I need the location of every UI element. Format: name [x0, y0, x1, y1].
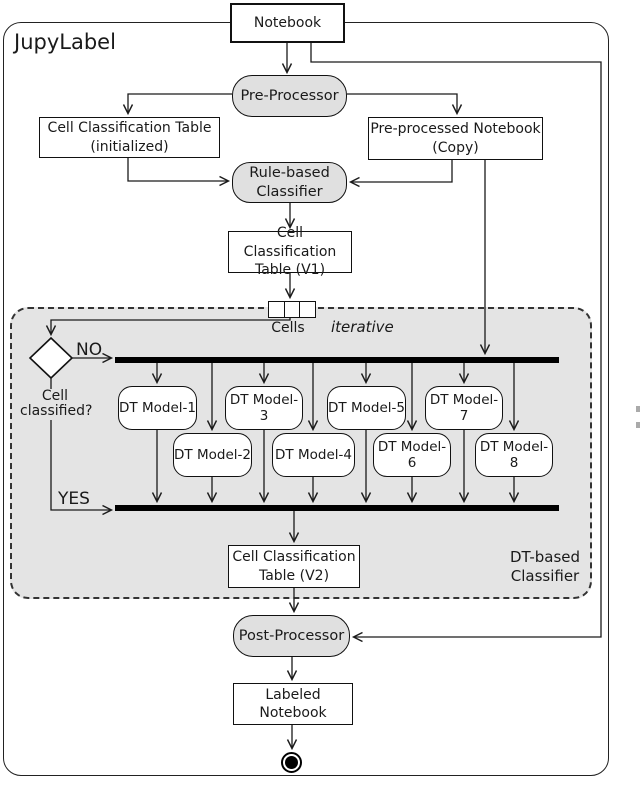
node-dt-model-5: DT Model-5 [327, 386, 406, 430]
node-post-processor-label: Post-Processor [238, 627, 345, 644]
edge-artifact-mark [636, 406, 640, 412]
dt-model-3-label: DT Model-3 [229, 392, 299, 424]
node-rule-line2: Classifier [256, 183, 323, 200]
join-bar [115, 505, 559, 511]
node-cct-initialized: Cell Classification Table (initialized) [39, 117, 220, 158]
node-dt-model-6: DT Model-6 [373, 433, 451, 477]
dt-model-5-label: DT Model-5 [328, 400, 405, 416]
decision-question-line1: Cell [41, 388, 69, 404]
cells-label: Cells [271, 320, 305, 336]
node-labeled-notebook-label: Labeled Notebook [259, 686, 327, 721]
yes-label: YES [58, 489, 90, 509]
node-cct-v1-line1: Cell Classification [243, 225, 337, 260]
node-pre-processor-label: Pre-Processor [240, 87, 339, 104]
node-cct-v1: Cell Classification Table (V1) [228, 225, 352, 278]
edge-preprocessor-copy [347, 93, 463, 116]
region-label-line1: DT-based [509, 548, 581, 566]
dt-model-2-label: DT Model-2 [174, 447, 251, 463]
node-dt-model-2: DT Model-2 [173, 433, 252, 477]
cells-icon [268, 301, 317, 318]
decision-diamond [28, 336, 74, 380]
node-dt-model-8: DT Model-8 [475, 433, 553, 477]
edge-ccti-rule [127, 158, 231, 187]
node-dt-model-1: DT Model-1 [118, 386, 197, 430]
cell-icon-2 [283, 301, 301, 318]
node-pre-processor: Pre-Processor [232, 75, 347, 117]
dt-model-1-label: DT Model-1 [119, 400, 196, 416]
edge-cells-decision [45, 316, 291, 337]
dt-model-7-label: DT Model-7 [429, 392, 499, 424]
dt-model-4-label: DT Model-4 [275, 447, 352, 463]
edge-artifact-mark [636, 422, 640, 428]
node-preprocessed-notebook: Pre-processed Notebook (Copy) [368, 117, 543, 160]
dt-model-8-label: DT Model-8 [479, 439, 549, 471]
iterative-note: iterative [331, 318, 394, 336]
region-label-line2: Classifier [510, 566, 580, 585]
node-rule-line1: Rule-based [249, 164, 330, 181]
node-notebook: Notebook [230, 3, 345, 43]
edge-decision-yes-join [50, 378, 114, 516]
system-title: JupyLabel [14, 30, 116, 54]
node-notebook-label: Notebook [253, 14, 322, 31]
node-cct-v2-line2: Table (V2) [258, 567, 330, 584]
node-dt-model-3: DT Model-3 [225, 386, 303, 430]
edge-preprocessor-ccti [122, 93, 232, 116]
no-label: NO [76, 340, 103, 360]
fork-bar [115, 357, 559, 363]
node-rule-based-classifier: Rule-based Classifier [232, 162, 347, 203]
decision-question-line2: classified? [20, 403, 93, 420]
node-cct-v2-line1: Cell Classification [232, 549, 356, 566]
node-cct-initialized-line2: (initialized) [90, 138, 169, 155]
cell-icon-1 [268, 301, 285, 318]
node-cct-v2: Cell Classification Table (V2) [228, 545, 360, 588]
node-preprocessed-notebook-line1: Pre-processed Notebook [370, 121, 541, 138]
node-dt-model-4: DT Model-4 [272, 433, 355, 477]
decision-question: Cell classified? [20, 388, 93, 420]
edge-copy-rule [348, 160, 453, 188]
final-node [281, 752, 302, 773]
cell-icon-3 [299, 301, 317, 318]
final-node-dot [285, 756, 298, 769]
dt-model-6-label: DT Model-6 [377, 439, 447, 471]
node-cct-initialized-line1: Cell Classification Table [47, 120, 212, 137]
node-preprocessed-notebook-line2: (Copy) [432, 139, 479, 156]
region-label: DT-based Classifier [495, 548, 595, 586]
node-labeled-notebook: Labeled Notebook [233, 683, 353, 725]
edge-notebook-postprocessor [310, 43, 602, 643]
node-dt-model-7: DT Model-7 [425, 386, 503, 430]
node-post-processor: Post-Processor [233, 615, 350, 657]
node-cct-v1-line2: Table (V1) [254, 262, 326, 279]
